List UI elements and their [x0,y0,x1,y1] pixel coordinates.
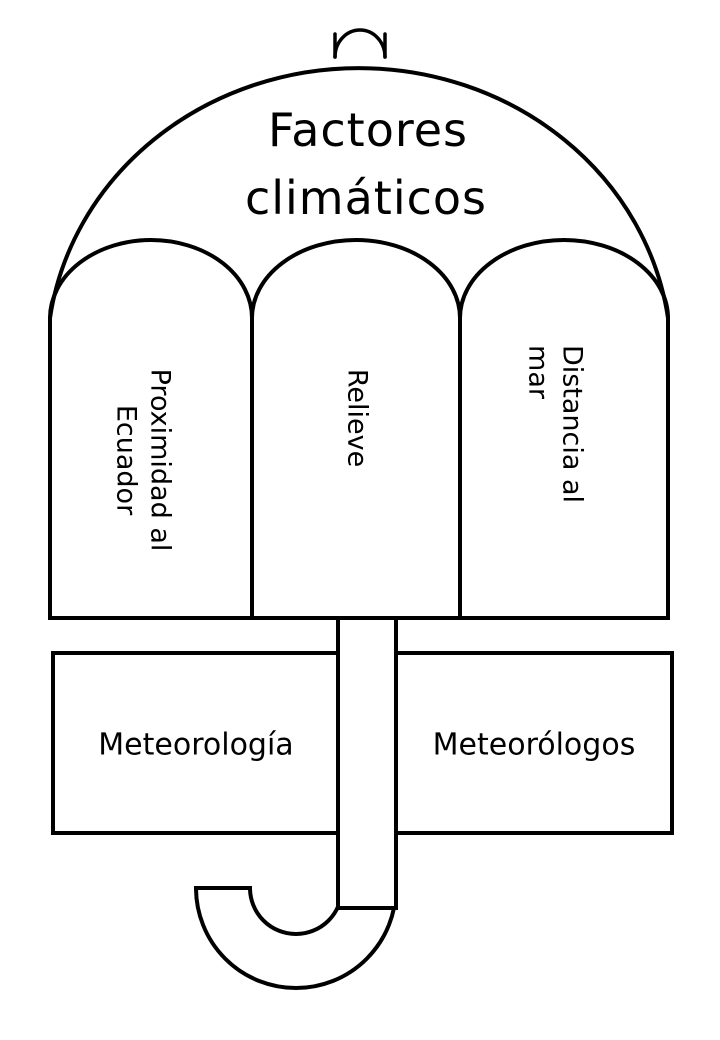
panel-3-arch [458,238,670,319]
umbrella-shaft-overlay [336,616,398,910]
page-title-line1: Factores [268,103,468,157]
panel-3-label-group: Distancia al mar [523,345,588,503]
base-box-left-label: Meteorología [98,728,293,763]
panel-2-label-group: Relieve [342,369,373,467]
panel-3-label-line1: Distancia al [557,345,588,503]
panel-1-arch [48,238,254,319]
ferrule-loop-icon [333,28,387,59]
panel-1-label-line1: Proximidad al [145,369,176,552]
umbrella-hook-handle [193,886,399,990]
panel-2-label-line1: Relieve [342,369,373,467]
base-box-right [394,651,674,835]
panel-3-label-line2: mar [523,345,554,400]
panel-1-label-group: Proximidad al Ecuador [111,369,176,552]
panel-2-arch [250,238,462,319]
umbrella-canopy-dome [48,66,670,319]
base-box-right-label: Meteorólogos [433,728,636,763]
page-title-line2: climáticos [245,171,487,225]
panel-1-label-line2: Ecuador [111,405,142,516]
